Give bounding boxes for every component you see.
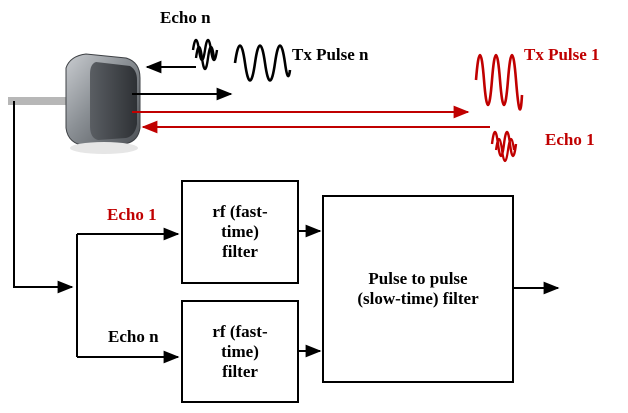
rf-filter-bottom-line-2: time) <box>221 341 259 361</box>
rf-filter-bottom-box <box>181 300 299 403</box>
echo-1-left-label: Echo 1 <box>107 205 157 224</box>
transducer-cable <box>8 97 68 105</box>
tx-pulse-1-label: Tx Pulse 1 <box>524 45 600 64</box>
echo-n-bottom-label: Echo n <box>108 327 159 346</box>
ultrasound-transducer-icon <box>65 53 141 154</box>
rf-filter-top-line-1: rf (fast- <box>212 202 268 221</box>
pulse-filter-text: Pulse to pulse (slow-time) filter <box>323 196 513 382</box>
rf-filter-bottom-text: rf (fast- time) filter <box>182 301 298 402</box>
rf-filter-top-box <box>181 180 299 284</box>
pulse-filter-line-2: (slow-time) filter <box>357 289 479 308</box>
pulse-filter-line-1: Pulse to pulse <box>368 269 468 288</box>
pulse-filter-box <box>322 195 514 383</box>
rf-filter-top-line-3: filter <box>222 242 258 261</box>
feed-line <box>13 101 74 294</box>
rf-filter-top-text: rf (fast- time) filter <box>182 181 298 283</box>
echo-1-burst-icon-back <box>494 137 516 163</box>
tx-pulse-1-burst-icon <box>474 54 524 111</box>
echo-n-burst-icon-back <box>194 45 216 71</box>
echo-n-burst-icon <box>191 38 219 62</box>
rf-filter-bottom-line-1: rf (fast- <box>212 321 268 341</box>
tx-pulse-n-label: Tx Pulse n <box>292 45 369 64</box>
tx-pulse-n-burst-icon <box>233 44 292 82</box>
rf-filter-top-line-2: time) <box>221 222 259 241</box>
echo-n-top-label: Echo n <box>160 8 211 27</box>
echo-1-burst-icon <box>490 130 518 158</box>
rf-filter-bottom-line-3: filter <box>222 361 258 381</box>
echo-1-right-label: Echo 1 <box>545 130 595 149</box>
